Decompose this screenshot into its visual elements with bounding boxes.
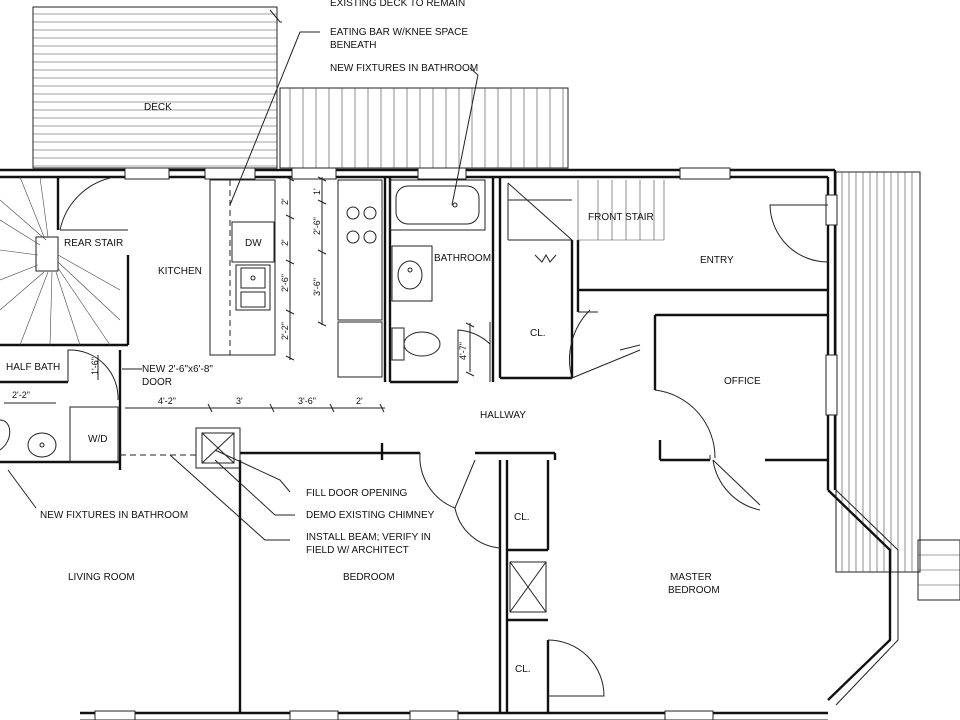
label-closet-3: CL. bbox=[515, 664, 531, 675]
dim-half-bath-door: 1'-6" bbox=[90, 357, 100, 375]
dim-kitchen-h-0: 4'-2" bbox=[158, 396, 176, 406]
chimney bbox=[195, 427, 241, 469]
dimension-labels: 1' 2' 2'-6" 2' 3'-6" 2'-6" 2'-2" 4'-7" 2… bbox=[12, 188, 468, 406]
note-new-fixtures-top: NEW FIXTURES IN BATHROOM bbox=[330, 63, 478, 74]
office-area bbox=[653, 313, 828, 462]
dim-kitchen-v-3: 2' bbox=[280, 239, 290, 246]
note-install-beam-1: INSTALL BEAM; VERIFY IN bbox=[306, 532, 431, 543]
interior-walls bbox=[238, 344, 761, 713]
label-deck: DECK bbox=[144, 102, 172, 113]
dim-kitchen-v-6: 2'-2" bbox=[280, 322, 290, 340]
label-bedroom: BEDROOM bbox=[343, 572, 395, 583]
deck-area bbox=[32, 6, 569, 169]
half-bath-area bbox=[0, 349, 122, 470]
dim-kitchen-v-4: 3'-6" bbox=[312, 278, 322, 296]
front-stair-area bbox=[498, 177, 829, 380]
kitchen-area bbox=[209, 177, 387, 382]
note-demo-chimney: DEMO EXISTING CHIMNEY bbox=[306, 510, 435, 521]
side-deck bbox=[835, 171, 960, 601]
label-half-bath: HALF BATH bbox=[6, 362, 60, 373]
dim-kitchen-v-2: 2'-6" bbox=[312, 217, 322, 235]
label-living-room: LIVING ROOM bbox=[68, 572, 135, 583]
leader-lines bbox=[7, 9, 479, 541]
dim-kitchen-v-5: 2'-6" bbox=[280, 274, 290, 292]
note-eating-bar-2: BENEATH bbox=[330, 40, 377, 51]
dim-kitchen-h-2: 3'-6" bbox=[298, 396, 316, 406]
label-entry: ENTRY bbox=[700, 255, 734, 266]
dim-kitchen-v-1: 2' bbox=[280, 198, 290, 205]
note-eating-bar-1: EATING BAR W/KNEE SPACE bbox=[330, 27, 468, 38]
label-hallway: HALLWAY bbox=[480, 410, 526, 421]
label-kitchen: KITCHEN bbox=[158, 266, 202, 277]
exterior-walls bbox=[0, 167, 899, 720]
label-dishwasher: DW bbox=[245, 238, 262, 249]
label-master-1: MASTER bbox=[670, 572, 712, 583]
label-washer-dryer: W/D bbox=[88, 434, 107, 445]
note-fill-door: FILL DOOR OPENING bbox=[306, 488, 408, 499]
note-new-fixtures-left: NEW FIXTURES IN BATHROOM bbox=[40, 510, 188, 521]
label-front-stair: FRONT STAIR bbox=[588, 212, 654, 223]
label-closet-1: CL. bbox=[530, 328, 546, 339]
note-new-door-1: NEW 2'-6"x6'-8" bbox=[142, 364, 213, 375]
label-closet-2: CL. bbox=[514, 512, 530, 523]
room-labels: DECK REAR STAIR KITCHEN BATHROOM FRONT S… bbox=[6, 102, 761, 675]
dim-half-bath-width: 2'-2" bbox=[12, 390, 30, 400]
note-existing-deck: EXISTING DECK TO REMAIN bbox=[330, 0, 465, 9]
label-rear-stair: REAR STAIR bbox=[64, 238, 123, 249]
note-new-door-2: DOOR bbox=[142, 377, 172, 388]
label-master-2: BEDROOM bbox=[668, 585, 720, 596]
dim-kitchen-h-1: 3' bbox=[236, 396, 243, 406]
bathroom-area bbox=[388, 177, 495, 384]
note-install-beam-2: FIELD W/ ARCHITECT bbox=[306, 545, 409, 556]
label-office: OFFICE bbox=[724, 376, 761, 387]
label-bathroom: BATHROOM bbox=[434, 253, 491, 264]
dim-kitchen-h-3: 2' bbox=[356, 396, 363, 406]
annotation-notes: EXISTING DECK TO REMAIN EATING BAR W/KNE… bbox=[40, 0, 478, 556]
dim-kitchen-v-0: 1' bbox=[312, 188, 322, 195]
kitchen-dimension-lines bbox=[4, 176, 475, 413]
rear-stair bbox=[0, 176, 130, 347]
dim-bath-depth: 4'-7" bbox=[458, 342, 468, 360]
